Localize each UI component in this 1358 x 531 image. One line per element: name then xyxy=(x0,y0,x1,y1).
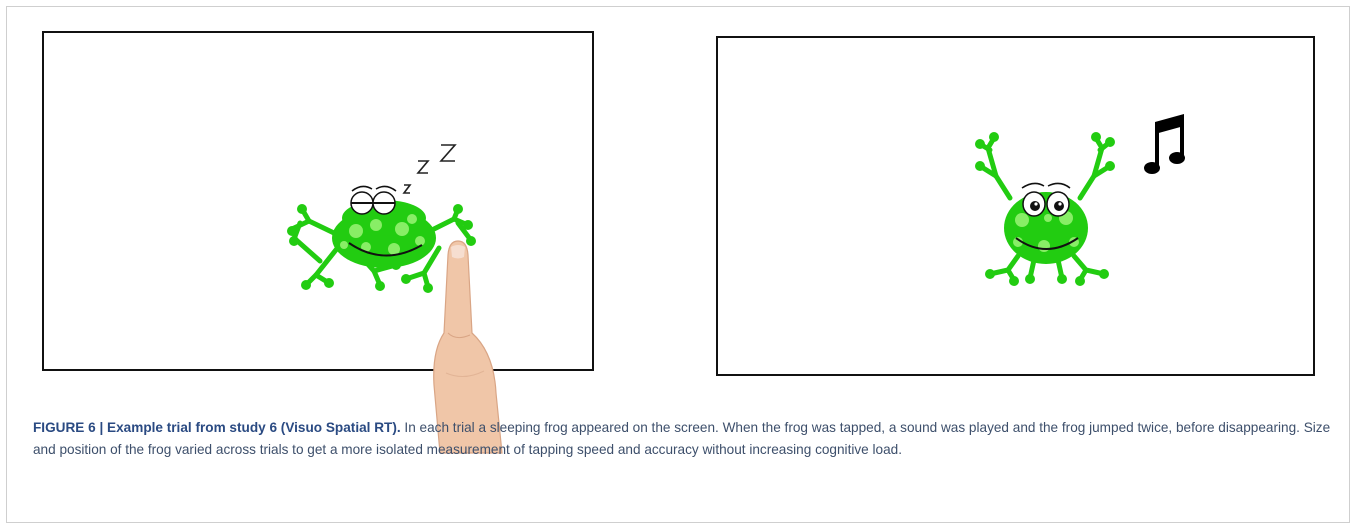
right-panel-art xyxy=(975,114,1185,286)
figure-caption: FIGURE 6 | Example trial from study 6 (V… xyxy=(33,417,1333,461)
caption-text: In each trial a sleeping frog appeared o… xyxy=(33,420,1331,457)
music-note-icon xyxy=(1144,114,1185,174)
pointing-finger-icon xyxy=(433,240,503,454)
caption-label: FIGURE 6 | Example trial from study 6 (V… xyxy=(33,420,401,435)
left-panel-art xyxy=(287,144,503,454)
left-panel-screen xyxy=(42,31,594,454)
sleep-zzz-icon xyxy=(402,144,457,194)
right-panel-screen xyxy=(716,36,1315,376)
figure-frame: FIGURE 6 | Example trial from study 6 (V… xyxy=(6,6,1350,523)
jumping-frog-icon xyxy=(975,132,1115,286)
sleeping-frog-icon[interactable] xyxy=(287,185,476,293)
